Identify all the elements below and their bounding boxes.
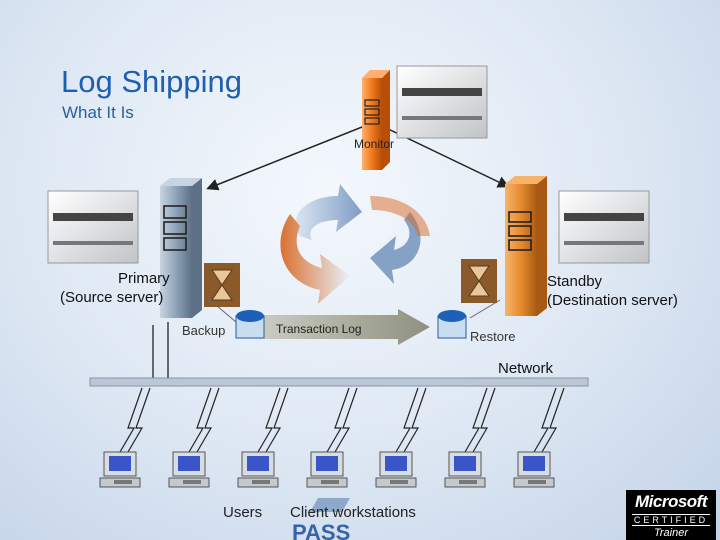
restore-database-icon bbox=[437, 310, 467, 339]
slide-title: Log Shipping bbox=[61, 64, 242, 99]
monitor-label: Monitor bbox=[354, 137, 395, 151]
pass-logo-text: PASS bbox=[292, 520, 350, 540]
client-workstation bbox=[375, 387, 427, 488]
workstation-link-line bbox=[196, 387, 220, 453]
standby-label-line1: Standby bbox=[547, 273, 603, 290]
workstation-drive-slot bbox=[321, 480, 339, 484]
workstation-screen bbox=[247, 456, 269, 471]
hourglass-image-standby bbox=[461, 259, 497, 303]
network-label: Network bbox=[498, 360, 554, 377]
primary-label-line1: Primary bbox=[118, 270, 170, 287]
workstation-link-line bbox=[541, 387, 565, 453]
pass-logo: PASS bbox=[292, 498, 350, 540]
slide-subtitle: What It Is bbox=[62, 103, 134, 122]
workstation-screen bbox=[178, 456, 200, 471]
sql-product-box-standby bbox=[558, 190, 650, 264]
workstation-link-line bbox=[395, 387, 419, 453]
standby-server-icon bbox=[505, 176, 547, 316]
workstation-link-line bbox=[265, 387, 289, 453]
restore-link-line bbox=[469, 299, 501, 319]
users-label: Users bbox=[223, 504, 263, 521]
certified-logo-text: CERTIFIED bbox=[632, 514, 710, 526]
client-workstation bbox=[306, 387, 358, 488]
backup-link-line bbox=[209, 299, 237, 323]
workstation-drive-slot bbox=[528, 480, 546, 484]
client-workstation bbox=[513, 387, 565, 488]
trainer-logo-text: Trainer bbox=[653, 527, 689, 539]
client-workstation bbox=[237, 387, 289, 488]
network-bus bbox=[89, 377, 589, 387]
sync-cycle-icon bbox=[280, 184, 430, 304]
workstation-drive-slot bbox=[390, 480, 408, 484]
transaction-log-label: Transaction Log bbox=[276, 322, 362, 336]
workstation-group bbox=[99, 387, 565, 488]
primary-label-line2: (Source server) bbox=[60, 289, 164, 306]
workstation-drive-slot bbox=[114, 480, 132, 484]
workstation-drive-slot bbox=[459, 480, 477, 484]
workstation-link-line bbox=[119, 387, 143, 453]
workstation-screen bbox=[109, 456, 131, 471]
workstation-link-line bbox=[464, 387, 488, 453]
backup-label: Backup bbox=[182, 323, 226, 338]
client-workstations-label: Client workstations bbox=[290, 504, 416, 521]
restore-label: Restore bbox=[470, 329, 516, 344]
workstation-screen bbox=[385, 456, 407, 471]
microsoft-logo-text: Microsoft bbox=[635, 492, 708, 511]
workstation-link-line bbox=[403, 387, 427, 453]
workstation-screen bbox=[316, 456, 338, 471]
workstation-drive-slot bbox=[252, 480, 270, 484]
monitor-to-primary-line bbox=[206, 126, 363, 191]
client-workstation bbox=[444, 387, 496, 488]
primary-server-icon bbox=[160, 178, 202, 318]
workstation-link-line bbox=[472, 387, 496, 453]
backup-database-icon bbox=[235, 310, 265, 339]
client-workstation bbox=[168, 387, 220, 488]
workstation-screen bbox=[523, 456, 545, 471]
workstation-link-line bbox=[326, 387, 350, 453]
sql-product-box-monitor bbox=[396, 65, 488, 139]
workstation-link-line bbox=[334, 387, 358, 453]
workstation-link-line bbox=[257, 387, 281, 453]
hourglass-image-primary bbox=[204, 263, 240, 307]
standby-label-line2: (Destination server) bbox=[547, 292, 678, 309]
workstation-screen bbox=[454, 456, 476, 471]
workstation-link-line bbox=[533, 387, 557, 453]
sql-product-box-primary bbox=[47, 190, 139, 264]
microsoft-certified-trainer-logo: Microsoft CERTIFIED Trainer bbox=[626, 490, 716, 540]
workstation-link-line bbox=[188, 387, 212, 453]
workstation-link-line bbox=[127, 387, 151, 453]
client-workstation bbox=[99, 387, 151, 488]
monitor-server-icon bbox=[362, 70, 390, 170]
transaction-log-arrow bbox=[264, 309, 430, 345]
workstation-drive-slot bbox=[183, 480, 201, 484]
